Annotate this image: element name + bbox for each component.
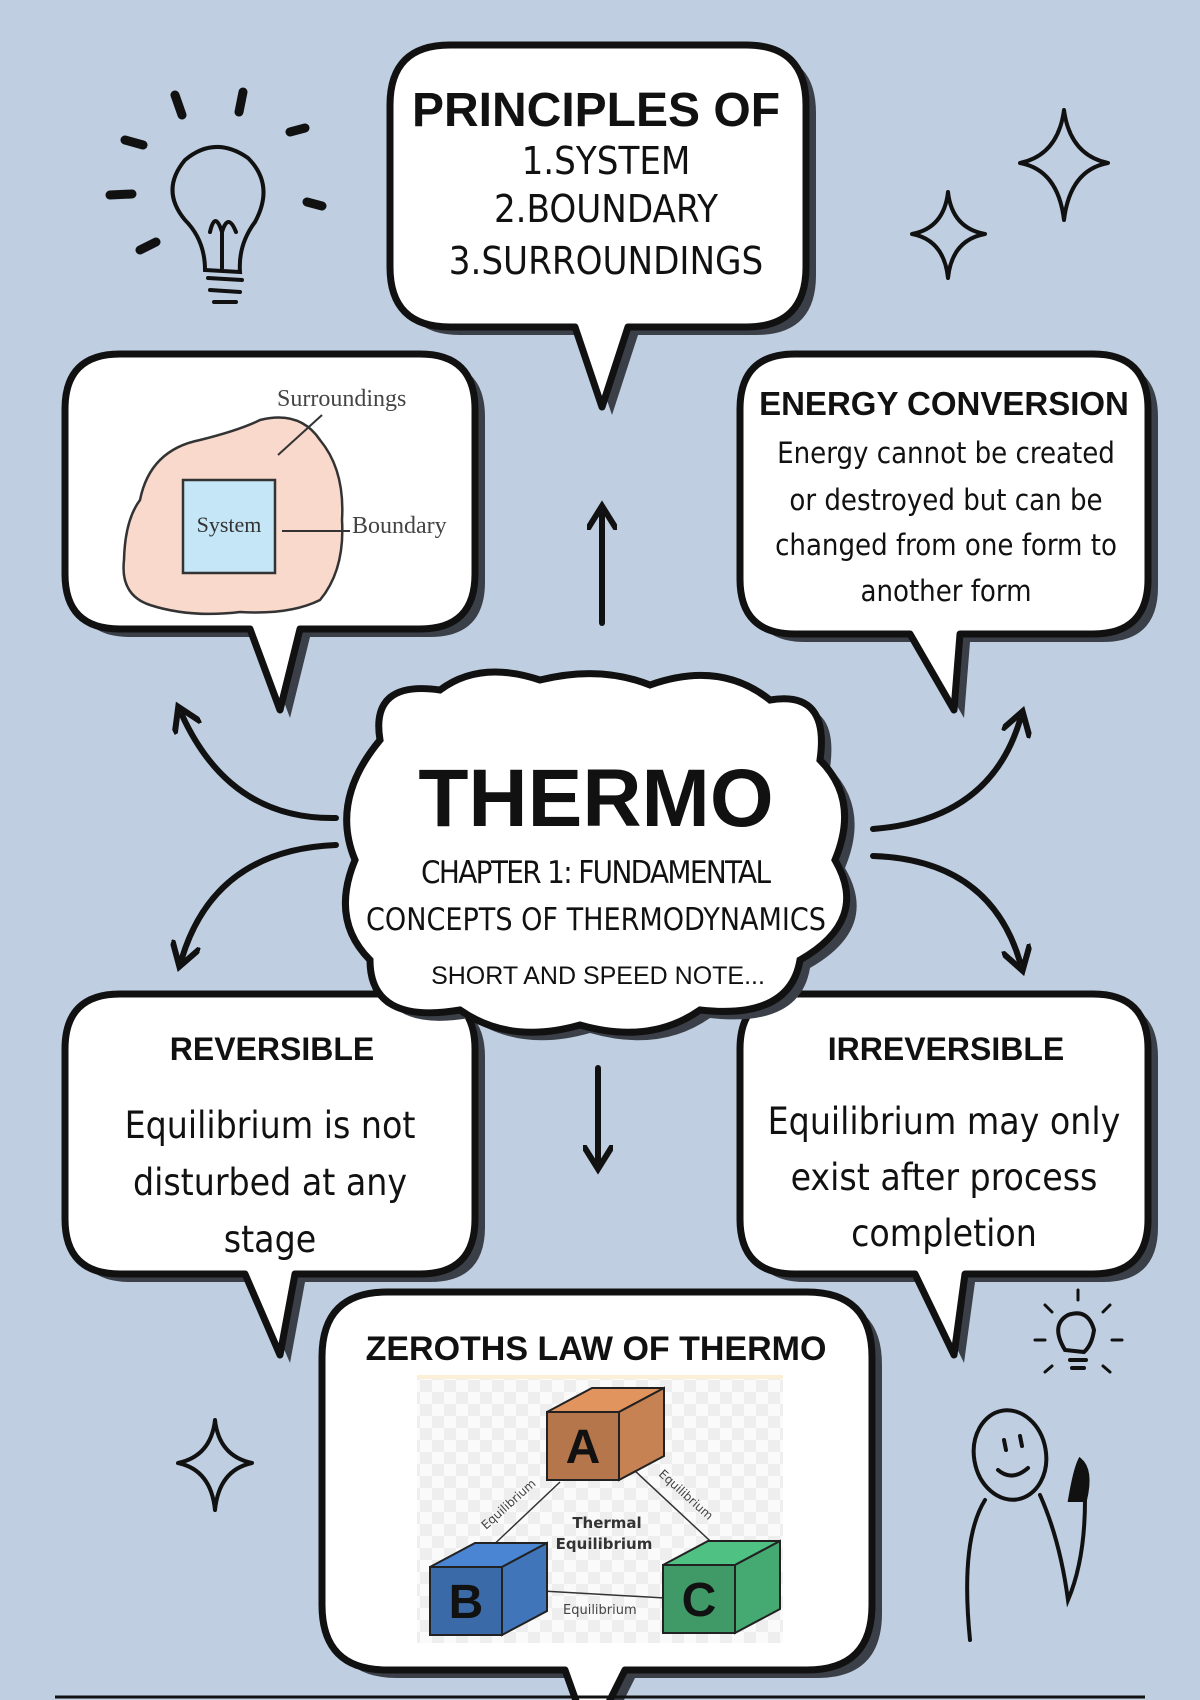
energy-title: ENERGY CONVERSION — [759, 385, 1129, 422]
cube-face — [662, 1564, 736, 1634]
irreversible-line-3: completion — [851, 1212, 1037, 1255]
irreversible-line-1: Equilibrium may only — [768, 1100, 1121, 1143]
principles-title: PRINCIPLES OF — [412, 84, 780, 137]
arrow-upper-right — [870, 720, 1020, 832]
principle-item-3: 3.SURROUNDINGS — [449, 239, 764, 283]
bubble-outline — [61, 990, 479, 1359]
cube-face — [546, 1411, 620, 1481]
edge-bc-label: Equilibrium — [563, 1603, 637, 1618]
bubble-energy-conversion — [736, 350, 1158, 718]
bubble-irreversible — [736, 990, 1158, 1363]
energy-line-3: changed from one form to — [775, 528, 1117, 562]
cube-b-label: B — [449, 1576, 484, 1629]
cube-b: B — [429, 1541, 548, 1637]
cube-a: A — [546, 1386, 665, 1482]
cube-c: C — [662, 1539, 781, 1635]
center-note: SHORT AND SPEED NOTE... — [431, 962, 765, 990]
cube-face — [429, 1566, 503, 1636]
boundary-label: Boundary — [352, 513, 447, 539]
principle-item-2: 2.BOUNDARY — [494, 187, 718, 231]
center-title: THERMO — [418, 753, 773, 844]
reversible-line-2: disturbed at any — [133, 1161, 407, 1204]
cube-c-label: C — [682, 1574, 717, 1627]
bubble-principles — [386, 41, 816, 415]
sparkle-icon — [910, 190, 987, 280]
irreversible-text: IRREVERSIBLE Equilibrium may only exist … — [768, 1031, 1121, 1255]
arrow-upper-left — [182, 715, 339, 822]
principles-bubble-text: PRINCIPLES OF 1.SYSTEM 2.BOUNDARY 3.SURR… — [412, 84, 780, 283]
energy-line-1: Energy cannot be created — [777, 436, 1115, 470]
reversible-line-3: stage — [224, 1218, 316, 1261]
reversible-text: REVERSIBLE Equilibrium is not disturbed … — [125, 1031, 416, 1261]
system-box — [181, 478, 277, 575]
lightbulb-icon — [105, 87, 327, 304]
principle-item-1: 1.SYSTEM — [522, 139, 691, 183]
energy-line-2: or destroyed but can be — [789, 483, 1102, 517]
sparkle-icon — [1018, 108, 1110, 222]
bubble-outline — [386, 41, 810, 411]
reversible-title: REVERSIBLE — [170, 1031, 374, 1067]
arrow-lower-left — [182, 842, 339, 958]
surroundings-label: Surroundings — [277, 386, 406, 412]
irreversible-title: IRREVERSIBLE — [828, 1031, 1064, 1067]
center-subtitle-line-1: CHAPTER 1: FUNDAMENTAL — [421, 855, 771, 891]
energy-line-4: another form — [860, 574, 1031, 608]
equilibrium-label: Equilibrium — [556, 1535, 653, 1553]
system-boundary-diagram: System Surroundings Boundary — [122, 386, 447, 616]
bubble-outline — [736, 990, 1152, 1359]
system-label: System — [197, 512, 262, 537]
stick-figure-idea-icon — [965, 1288, 1124, 1642]
energy-conversion-text: ENERGY CONVERSION Energy cannot be creat… — [759, 385, 1129, 608]
center-cloud: THERMO CHAPTER 1: FUNDAMENTAL CONCEPTS O… — [341, 668, 857, 1041]
irreversible-line-2: exist after process — [791, 1156, 1098, 1199]
zeroth-law: ZEROTHS LAW OF THERMO Equilibrium Equili… — [366, 1330, 827, 1643]
arrow-lower-right — [870, 853, 1020, 962]
thermal-label: Thermal — [572, 1514, 641, 1532]
zeroth-title: ZEROTHS LAW OF THERMO — [366, 1330, 827, 1368]
cube-a-label: A — [566, 1421, 601, 1474]
center-subtitle-line-2: CONCEPTS OF THERMODYNAMICS — [366, 902, 826, 938]
bubble-reversible — [61, 990, 485, 1363]
sparkle-icon — [176, 1418, 254, 1512]
connector-arrows — [182, 515, 1020, 1160]
bubble-outline — [736, 350, 1152, 714]
reversible-line-1: Equilibrium is not — [125, 1104, 416, 1147]
